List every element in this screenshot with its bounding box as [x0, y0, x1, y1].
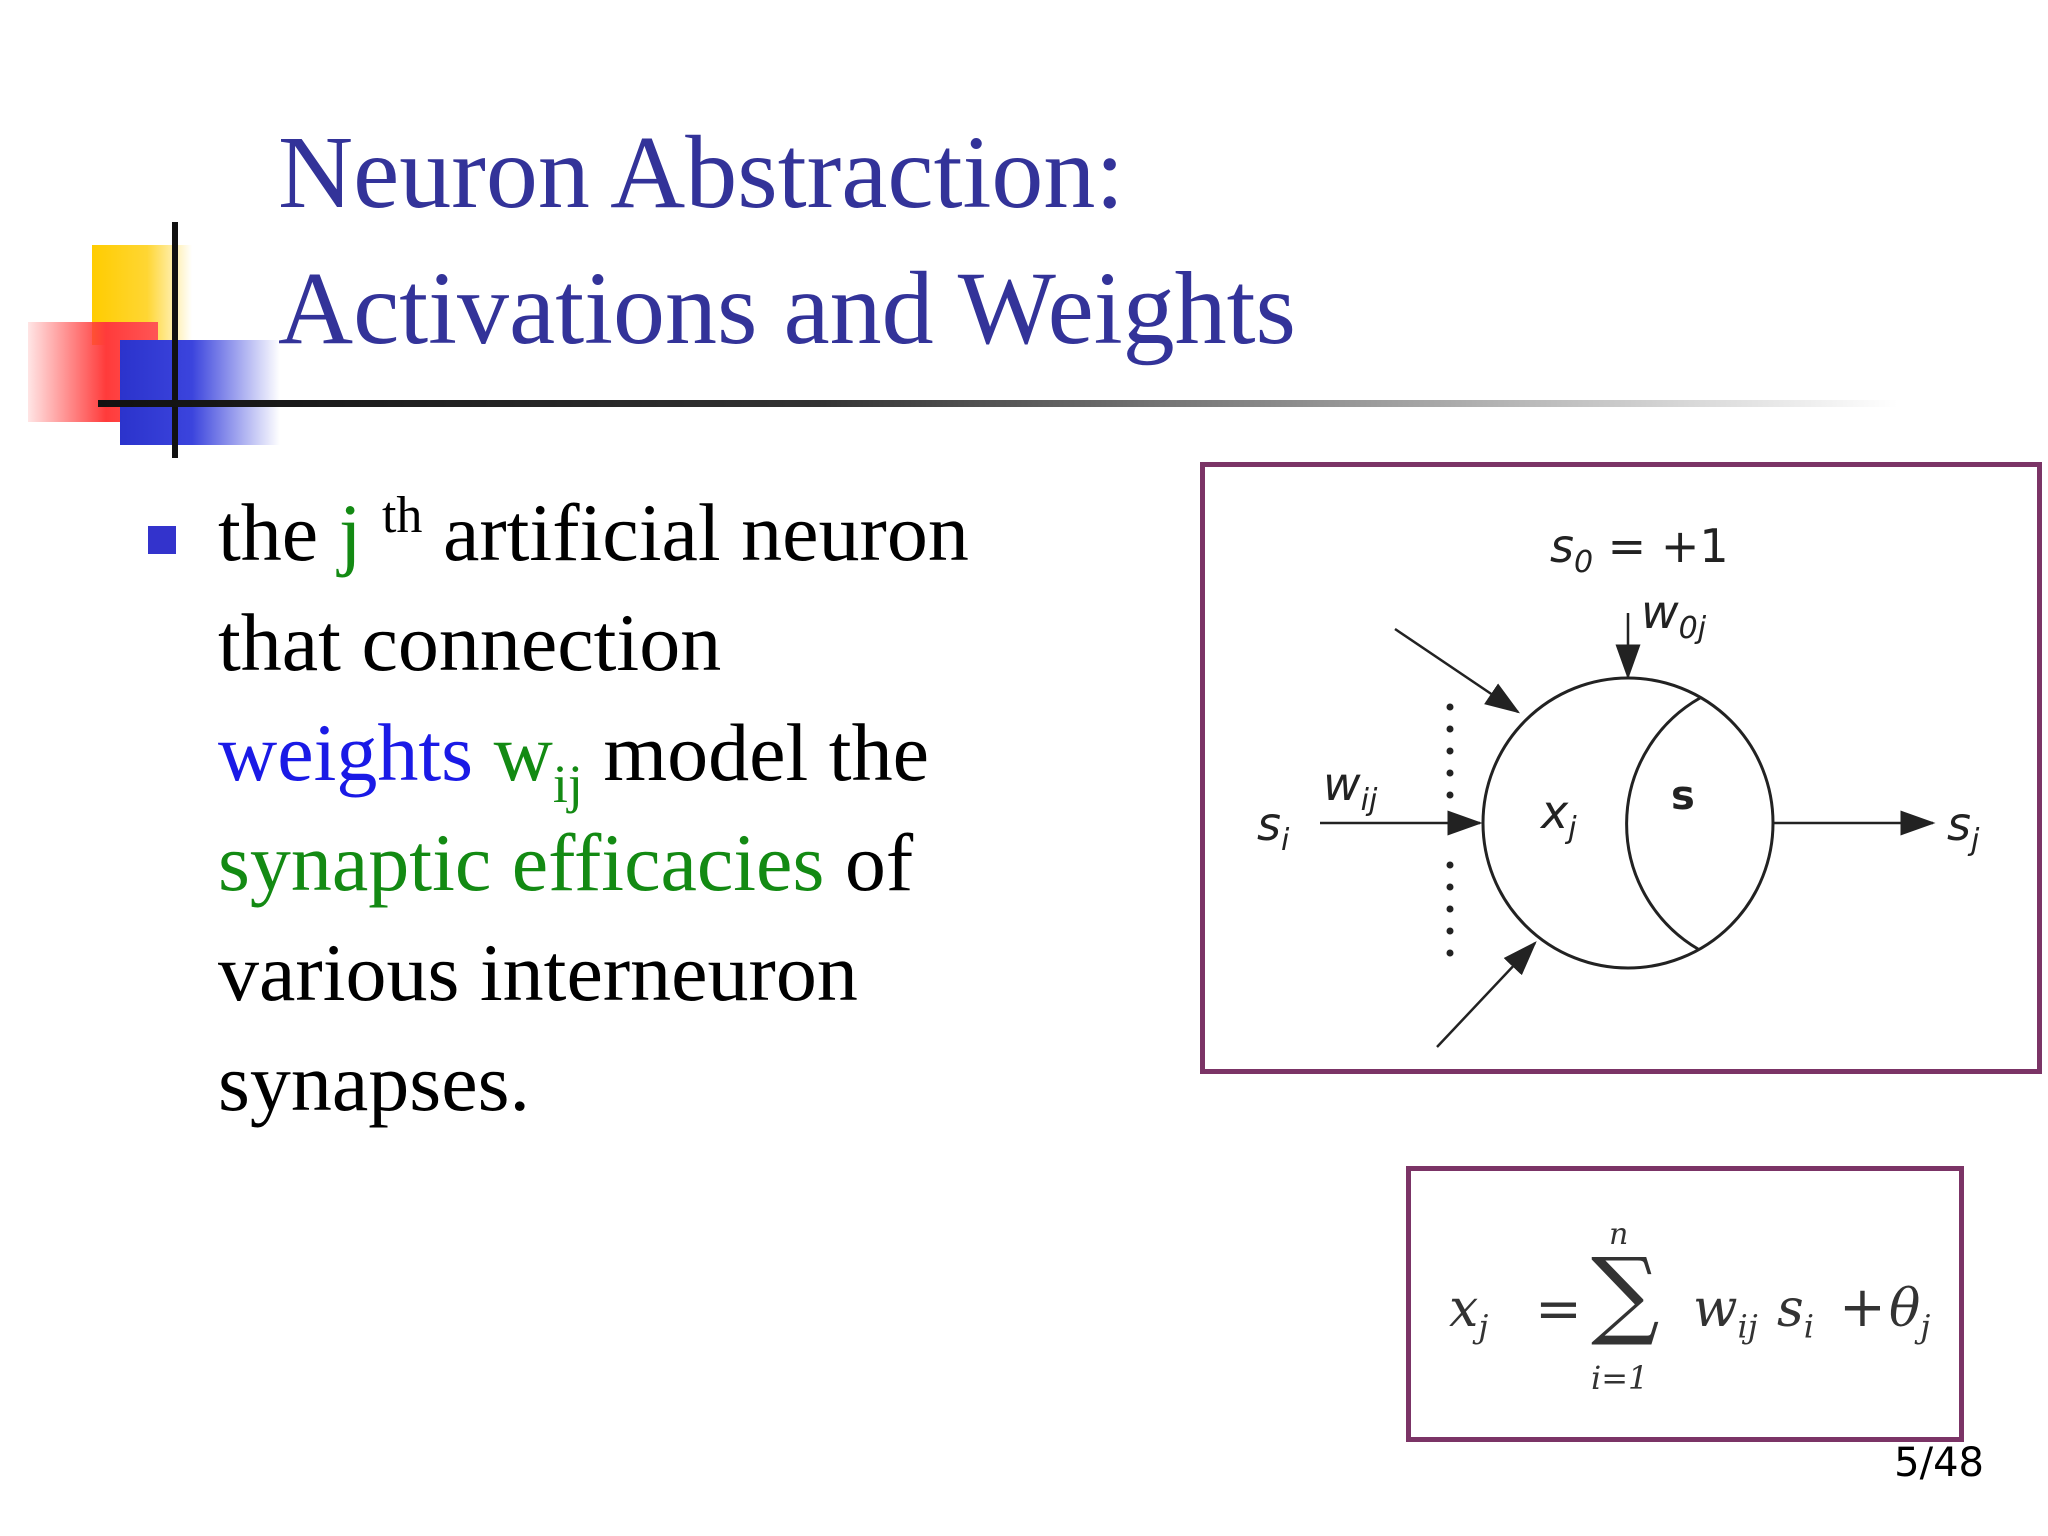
slide-logo-decoration	[0, 0, 300, 480]
formula-equals: =	[1535, 1277, 1582, 1342]
title-line-2: Activations and Weights	[278, 251, 1297, 366]
title-line-1: Neuron Abstraction:	[278, 115, 1125, 230]
label-xj: xj	[1541, 785, 1577, 847]
neuron-diagram: s0 = +1 w0j si wij xj s sj	[1200, 462, 2042, 1074]
page-number: 5/48	[1894, 1440, 1984, 1486]
formula-theta: θj	[1889, 1279, 1931, 1346]
formula-box: xj = n ∑ i=1 wij si + θj	[1406, 1166, 1964, 1442]
label-w0j: w0j	[1641, 585, 1707, 647]
input-arrow-lower	[1436, 941, 1537, 1048]
title-underline-rule	[98, 400, 1898, 407]
label-si: si	[1257, 797, 1290, 859]
formula-sum-upper: n	[1609, 1217, 1629, 1252]
text-that-connection: that connection	[218, 597, 722, 688]
text-w: w	[493, 707, 553, 798]
bullet-text: the j th artificial neuron that connecti…	[218, 478, 1098, 1138]
label-s0: s0 = +1	[1550, 519, 1729, 581]
formula-plus: +	[1839, 1275, 1886, 1340]
text-weights: weights	[218, 707, 474, 798]
text-the: the	[218, 487, 339, 578]
formula-sum-lower: i=1	[1591, 1359, 1649, 1397]
ellipsis-dots	[1446, 703, 1454, 957]
sigma-icon: ∑	[1591, 1237, 1660, 1349]
neuron-diagram-svg	[1320, 613, 1936, 1048]
formula-lhs: xj	[1449, 1279, 1489, 1346]
text-th: th	[381, 487, 423, 544]
activation-arc	[1625, 696, 1701, 951]
text-model-the: model the	[582, 707, 929, 798]
label-wij: wij	[1323, 757, 1378, 819]
text-j: j	[338, 487, 362, 578]
text-various-interneuron: various interneuron	[218, 927, 858, 1018]
logo-vertical-line	[172, 222, 178, 458]
formula-term-w: wij	[1693, 1279, 1758, 1346]
input-arrow-upper	[1394, 627, 1521, 714]
label-sj: sj	[1947, 797, 1980, 859]
bullet-marker	[148, 526, 176, 554]
text-of: of	[824, 817, 914, 908]
text-ij: ij	[552, 754, 583, 814]
text-synapses: synapses.	[218, 1037, 531, 1128]
text-synaptic-efficacies: synaptic efficacies	[218, 817, 825, 908]
logo-blue-square	[120, 340, 280, 445]
slide-title: Neuron Abstraction: Activations and Weig…	[278, 105, 1296, 377]
text-artificial-neuron: artificial neuron	[422, 487, 969, 578]
label-s-activation: s	[1671, 773, 1695, 819]
formula-term-s: si	[1777, 1279, 1814, 1346]
